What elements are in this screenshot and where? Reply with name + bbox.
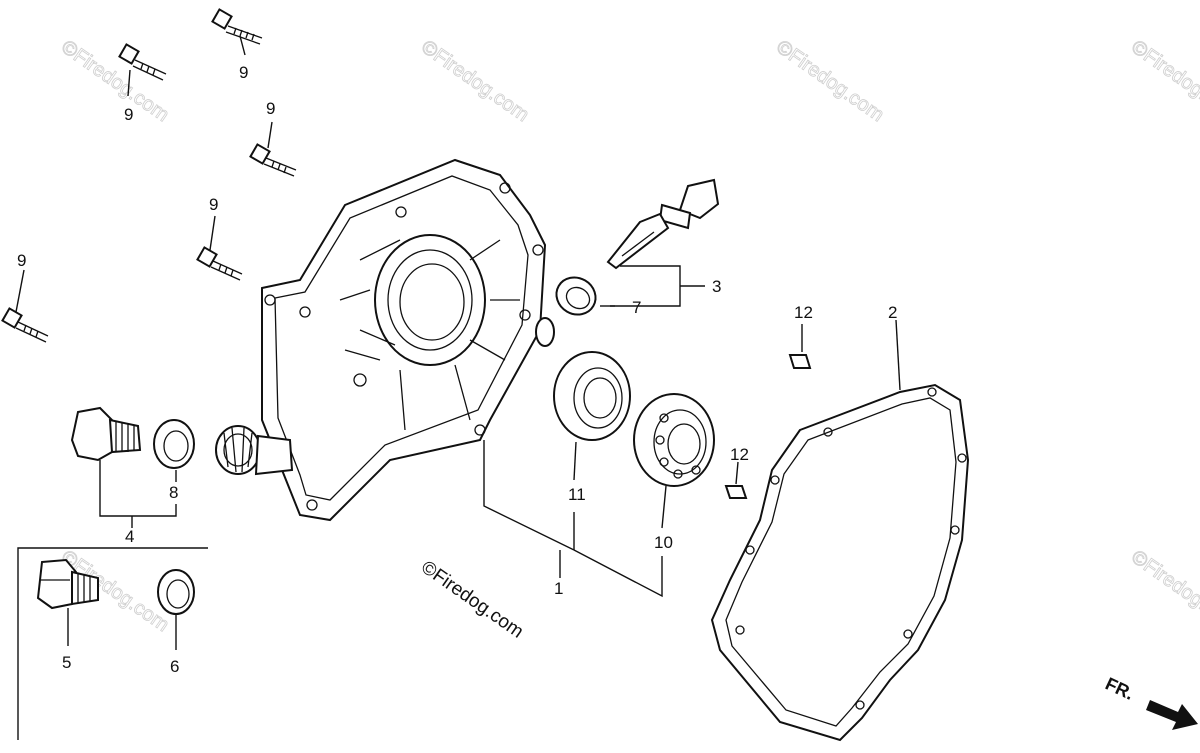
- callout-1: 1: [554, 579, 563, 598]
- watermark-center: ©Firedog.com: [417, 557, 527, 643]
- callout-7: 7: [632, 298, 641, 317]
- gasket: [710, 383, 970, 742]
- callout-9: 9: [239, 63, 248, 82]
- callout-5: 5: [62, 653, 71, 672]
- watermark: ©Firedog.com: [57, 36, 173, 126]
- callout-4: 4: [125, 527, 134, 546]
- bolt-9b: [118, 43, 167, 81]
- callout-12: 12: [730, 445, 749, 464]
- callout-9: 9: [124, 105, 133, 124]
- bolt-9a: [211, 8, 263, 45]
- callout-10: 10: [654, 533, 673, 552]
- arrow-right-icon: [1146, 700, 1198, 730]
- callout-12: 12: [794, 303, 813, 322]
- callout-8: 8: [169, 483, 178, 502]
- crankcase-cover: [215, 158, 555, 522]
- drain-plug-lower: [36, 558, 99, 610]
- watermark: ©Firedog.com: [1127, 546, 1200, 636]
- bolt-9c: [249, 143, 297, 177]
- watermark: ©Firedog.com: [417, 36, 533, 126]
- inset-border: [17, 547, 208, 740]
- bolt-9e: [1, 307, 49, 343]
- front-direction-label: FR.: [1102, 673, 1137, 703]
- callout-6: 6: [170, 657, 179, 676]
- callout-9: 9: [266, 99, 275, 118]
- watermarks: ©Firedog.com ©Firedog.com ©Firedog.com ©…: [57, 36, 1200, 637]
- dowel-pin-lower: [724, 485, 748, 499]
- watermark: ©Firedog.com: [772, 36, 888, 126]
- washer-8: [153, 419, 195, 469]
- bolt-9d: [196, 246, 243, 281]
- oil-seal: [555, 276, 597, 316]
- bearing-11: [553, 351, 631, 441]
- oil-level-gauge: [606, 178, 720, 270]
- watermark: ©Firedog.com: [1127, 36, 1200, 126]
- dowel-pin-upper: [788, 354, 812, 369]
- callout-11: 11: [568, 485, 586, 504]
- leader-lines: [15, 35, 901, 650]
- callout-9: 9: [209, 195, 218, 214]
- washer-6: [157, 569, 195, 615]
- callout-9: 9: [17, 251, 26, 270]
- drain-plug-upper: [70, 406, 142, 462]
- front-direction-indicator: FR.: [1102, 673, 1198, 730]
- callout-2: 2: [888, 303, 897, 322]
- bearing-10: [633, 393, 715, 487]
- callout-3: 3: [712, 277, 721, 296]
